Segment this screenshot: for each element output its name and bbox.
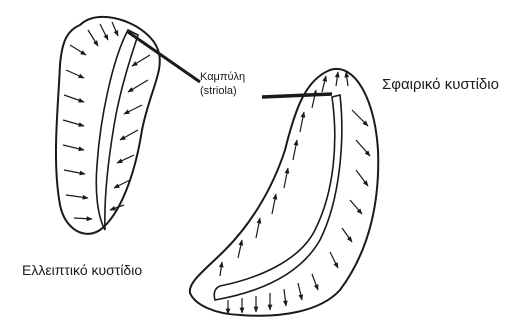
striola-label-latin: (striola) bbox=[200, 84, 245, 98]
hair-cell-arrow bbox=[346, 72, 348, 86]
hair-cell-arrow bbox=[322, 76, 326, 92]
utricle-outline bbox=[56, 17, 160, 234]
hair-cell-arrow bbox=[66, 195, 88, 198]
hair-cell-arrow bbox=[284, 168, 288, 188]
hair-cell-arrow bbox=[64, 170, 85, 174]
striola-label-greek: Καμπύλη bbox=[200, 70, 245, 84]
hair-cell-arrow bbox=[356, 140, 370, 156]
hair-cell-arrow bbox=[64, 95, 84, 102]
utricle-striola bbox=[96, 30, 138, 230]
hair-cell-arrow bbox=[128, 80, 148, 92]
hair-cell-arrow bbox=[117, 155, 134, 163]
hair-cell-arrow bbox=[220, 262, 222, 276]
saccule-label: Σφαιρικό κυστίδιο bbox=[382, 76, 499, 93]
hair-cell-arrow bbox=[336, 72, 338, 86]
hair-cell-arrow bbox=[312, 90, 316, 108]
utricle-macula bbox=[56, 17, 160, 234]
hair-cell-arrow bbox=[112, 22, 118, 36]
hair-cell-arrow bbox=[74, 218, 92, 219]
hair-cell-arrow bbox=[293, 140, 297, 160]
hair-cell-arrow bbox=[120, 130, 138, 140]
hair-cell-arrow bbox=[342, 228, 352, 242]
hair-cell-arrow bbox=[256, 218, 260, 238]
hair-cell-arrow bbox=[63, 145, 84, 150]
saccule-outline bbox=[190, 69, 378, 316]
hair-cell-arrow bbox=[272, 194, 276, 214]
hair-cell-arrow bbox=[352, 110, 368, 126]
hair-cell-arrow bbox=[312, 274, 318, 290]
hair-cell-arrow bbox=[350, 200, 362, 214]
saccule-striola bbox=[214, 95, 342, 300]
hair-cell-arrow bbox=[66, 70, 84, 78]
hair-cell-arrow bbox=[284, 289, 286, 306]
hair-cell-arrow bbox=[88, 30, 98, 46]
striola-label: Καμπύλη (striola) bbox=[200, 70, 245, 98]
hair-cell-arrow bbox=[238, 240, 242, 258]
saccule-macula bbox=[190, 69, 378, 316]
striola-pointer-saccule bbox=[262, 94, 332, 97]
utricle-label: Ελλειπτικό κυστίδιο bbox=[22, 262, 142, 278]
hair-cell-arrow bbox=[356, 170, 368, 186]
hair-cell-arrow bbox=[132, 55, 150, 66]
hair-cell-arrow bbox=[100, 24, 108, 40]
hair-cell-arrow bbox=[330, 252, 338, 268]
hair-cell-arrow bbox=[300, 112, 304, 132]
striola-pointer-utricle bbox=[128, 32, 200, 82]
hair-cell-arrow bbox=[63, 120, 84, 126]
hair-cell-arrow bbox=[70, 45, 86, 55]
hair-cell-arrow bbox=[124, 105, 142, 114]
hair-cell-arrow bbox=[298, 283, 302, 300]
